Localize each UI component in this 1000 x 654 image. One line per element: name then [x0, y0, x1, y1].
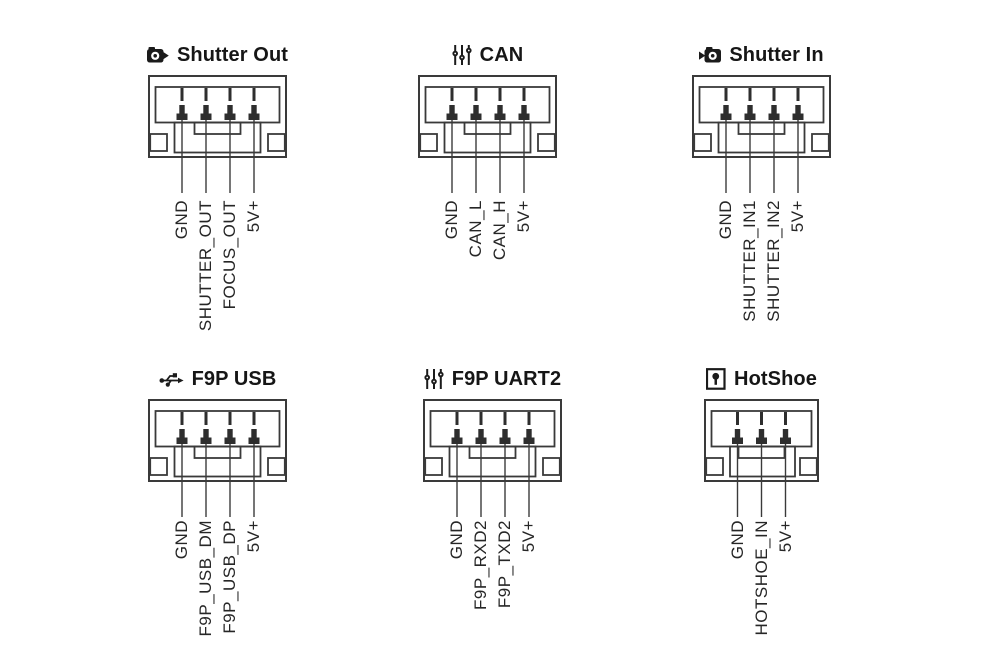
pin-label: 5V+ — [244, 200, 263, 233]
pin-label: 5V+ — [244, 520, 263, 553]
connector-diagram — [423, 399, 562, 517]
connector-title: Shutter Out — [176, 44, 289, 66]
pin-label: 5V+ — [788, 200, 807, 233]
connector-pins — [720, 88, 804, 120]
connector-title: F9P USB — [191, 368, 277, 390]
camera-arrow-in-icon — [699, 46, 722, 62]
connector-pins — [176, 88, 260, 120]
pin-label: F9P_USB_DP — [220, 520, 239, 634]
pin-label: GND — [172, 520, 191, 560]
pin-label: HOTSHOE_IN — [751, 520, 771, 636]
pin-wires — [456, 444, 530, 517]
hotshoe-icon — [706, 368, 726, 390]
connector-header: F9P UART2 — [393, 366, 592, 392]
pin-label: GND — [172, 200, 191, 240]
usb-icon — [159, 373, 184, 387]
pin-wires — [181, 444, 255, 517]
connector-module-hotshoe: HotShoe GND HOTSHOE_IN 5V+ — [674, 366, 849, 654]
pin-label: SHUTTER_OUT — [196, 200, 215, 332]
connector-header: CAN — [388, 42, 587, 68]
connector-title: CAN — [479, 44, 524, 66]
connector-diagram — [704, 399, 819, 517]
pin-label: 5V+ — [775, 520, 795, 553]
pin-label: CAN_H — [490, 200, 509, 261]
pin-label: SHUTTER_IN1 — [740, 200, 759, 322]
pin-label: 5V+ — [514, 200, 533, 233]
pin-label: GND — [447, 520, 466, 560]
connector-header: Shutter Out — [118, 42, 317, 68]
connector-title: Shutter In — [729, 44, 824, 66]
pin-label: CAN_L — [466, 200, 485, 258]
pin-wires — [725, 120, 799, 193]
connector-module-f9p-uart2: F9P UART2 GND F9P_RXD2 F9P_TXD2 5V+ — [393, 366, 592, 654]
connector-module-can: CAN GND CAN_L CAN_H 5V+ — [388, 42, 587, 332]
pin-wires — [736, 444, 787, 517]
connector-module-f9p-usb: F9P USB GND F9P_USB_DM F9P_USB_DP 5V+ — [118, 366, 317, 654]
connector-diagram — [418, 75, 557, 193]
connector-pins — [446, 88, 530, 120]
pin-label: F9P_USB_DM — [196, 520, 215, 637]
sliders-icon — [452, 45, 472, 65]
pin-wires — [451, 120, 525, 193]
pin-label: F9P_RXD2 — [471, 520, 490, 610]
connector-module-shutter-out: Shutter Out GND SHUTTER_OUT FOCUS_OUT 5V… — [118, 42, 317, 332]
sliders-icon — [424, 369, 444, 389]
connector-pins — [176, 412, 260, 444]
connector-pins — [732, 412, 791, 444]
pin-label: GND — [442, 200, 461, 240]
camera-arrow-out-icon — [146, 46, 169, 62]
pin-label: SHUTTER_IN2 — [764, 200, 783, 322]
connector-diagram — [692, 75, 831, 193]
pin-label: FOCUS_OUT — [220, 200, 239, 310]
pin-wires — [181, 120, 255, 193]
pin-label: GND — [716, 200, 735, 240]
connector-header: HotShoe — [674, 366, 849, 392]
pin-label: F9P_TXD2 — [495, 520, 514, 609]
pin-label: GND — [727, 520, 747, 560]
connector-title: HotShoe — [734, 368, 817, 390]
connector-title: F9P UART2 — [451, 368, 562, 390]
connector-pins — [451, 412, 535, 444]
connector-diagram — [148, 399, 287, 517]
connector-header: F9P USB — [118, 366, 317, 392]
connector-diagram — [148, 75, 287, 193]
pin-label: 5V+ — [519, 520, 538, 553]
connector-module-shutter-in: Shutter In GND SHUTTER_IN1 SHUTTER_IN2 5… — [662, 42, 861, 332]
connector-header: Shutter In — [662, 42, 861, 68]
